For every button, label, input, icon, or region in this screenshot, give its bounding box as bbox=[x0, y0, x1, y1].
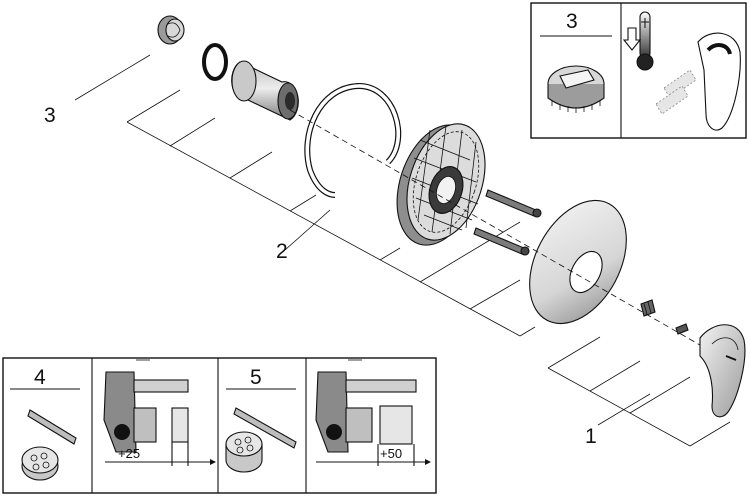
inset-temperature-limiter: 3 bbox=[530, 2, 747, 139]
cartridge-cylinder bbox=[231, 60, 299, 121]
assembly-axis bbox=[289, 109, 701, 346]
leader-line-part-3 bbox=[74, 54, 151, 101]
extension-panel-4: 4 bbox=[10, 366, 80, 481]
inset-4-number: 4 bbox=[34, 366, 46, 389]
dimension-plus-25: +25 bbox=[118, 446, 140, 461]
handle-turn-illustration bbox=[655, 32, 741, 131]
cap-part bbox=[157, 15, 185, 45]
inset-extension-sets: 4 +25 5 bbox=[2, 357, 437, 494]
inset-5-number: 5 bbox=[250, 366, 262, 389]
lever-handle bbox=[699, 324, 746, 418]
o-ring bbox=[202, 43, 228, 81]
guide-lines-part-1 bbox=[547, 336, 731, 447]
inset-3-number: 3 bbox=[566, 10, 578, 33]
set-screw bbox=[675, 323, 689, 335]
extension-sleeve-4 bbox=[21, 446, 59, 481]
callout-part-1: 1 bbox=[585, 425, 597, 448]
valve-body-25: +25 bbox=[103, 359, 216, 466]
thermometer-icon bbox=[636, 11, 654, 71]
guide-lines-part-2 bbox=[126, 89, 536, 337]
adapter-nut bbox=[640, 299, 656, 317]
mounting-plate bbox=[396, 123, 486, 246]
callout-part-2: 2 bbox=[276, 240, 288, 263]
retaining-clip bbox=[304, 82, 402, 198]
cover-rosette bbox=[529, 199, 627, 325]
extension-sleeve-5 bbox=[225, 431, 263, 473]
valve-body-50: +50 bbox=[315, 359, 431, 466]
arrow-down-icon bbox=[622, 27, 642, 51]
extension-panel-5: 5 bbox=[225, 366, 297, 473]
callout-part-3: 3 bbox=[44, 104, 56, 127]
mounting-screws bbox=[473, 189, 542, 256]
dimension-plus-50: +50 bbox=[380, 446, 402, 461]
temperature-stop-ring bbox=[547, 65, 605, 113]
